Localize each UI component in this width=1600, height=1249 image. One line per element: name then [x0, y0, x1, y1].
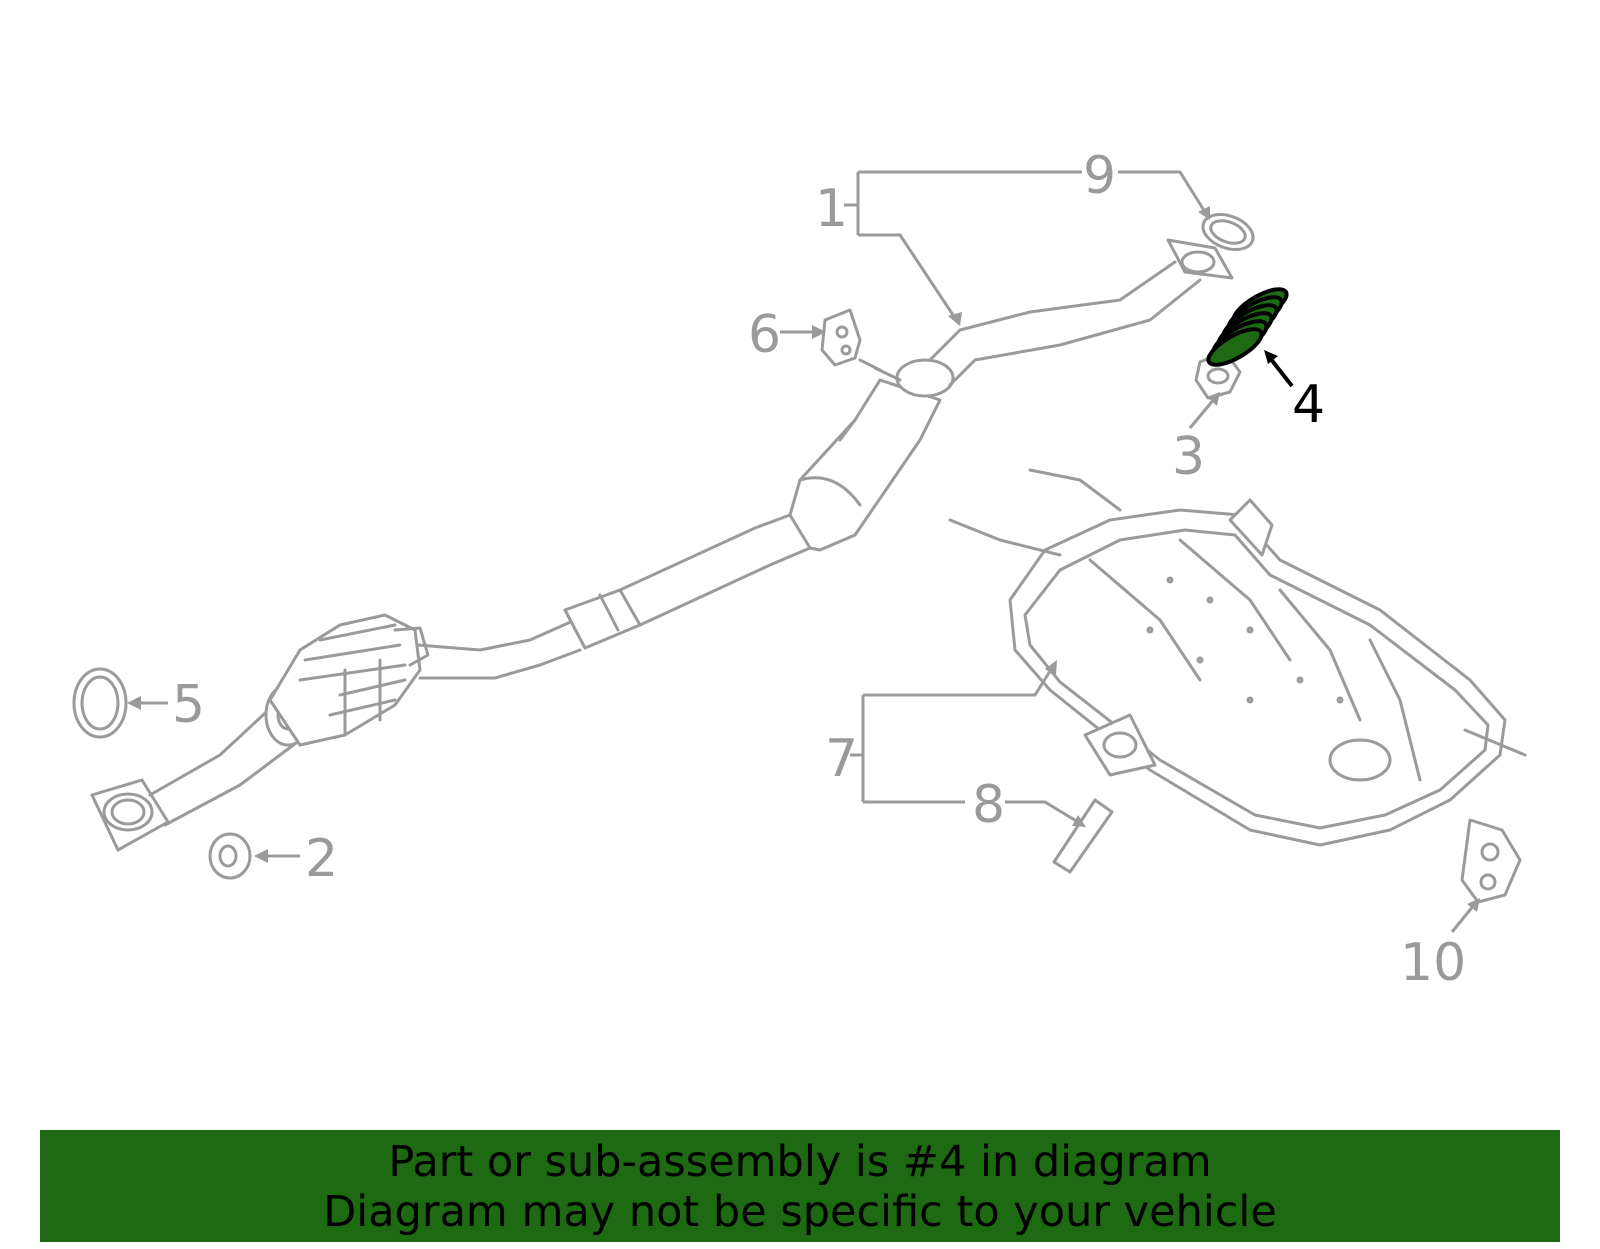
callout-2: 2 — [305, 829, 338, 889]
rubber-hanger-6 — [820, 308, 862, 367]
callout-8: 8 — [972, 775, 1005, 835]
leader-lines — [127, 170, 1480, 933]
spring-4-highlighted — [1206, 287, 1289, 367]
rubber-hanger-10 — [1460, 818, 1522, 904]
banner-disclaimer: Diagram may not be specific to your vehi… — [323, 1187, 1277, 1237]
bolt-8 — [1052, 798, 1114, 874]
callout-5: 5 — [172, 675, 205, 735]
callout-3: 3 — [1172, 427, 1205, 487]
callout-6: 6 — [748, 305, 781, 365]
callout-10: 10 — [1400, 933, 1466, 993]
gasket-9 — [1201, 213, 1255, 251]
front-exhaust-pipe — [90, 238, 1234, 852]
nut-2 — [208, 832, 252, 880]
gasket-5 — [72, 667, 128, 739]
banner-part-note: Part or sub-assembly is #4 in diagram — [388, 1137, 1212, 1187]
info-banner: Part or sub-assembly is #4 in diagram Di… — [40, 1130, 1560, 1242]
callout-4: 4 — [1292, 375, 1325, 435]
callout-7: 7 — [825, 729, 858, 789]
callout-9: 9 — [1083, 146, 1116, 206]
spring-coil — [1206, 327, 1264, 367]
muffler-assembly — [948, 468, 1527, 847]
callout-1: 1 — [815, 179, 848, 239]
